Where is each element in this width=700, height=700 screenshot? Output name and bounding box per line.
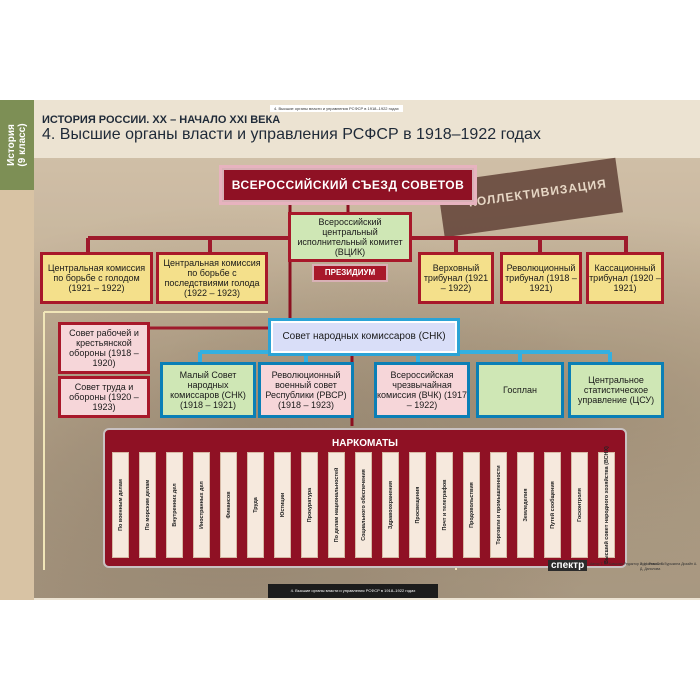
narkomat-label: Труда	[252, 497, 259, 513]
narkomat-item: Госконтроля	[571, 452, 588, 558]
narkomat-label: Госконтроля	[576, 488, 583, 522]
narkomat-item: Земледелия	[517, 452, 534, 558]
sidebar-band	[0, 100, 34, 190]
narkomat-label: Внутренних дел	[171, 483, 178, 527]
famine-commission-box: Центральная комиссия по борьбе с голодом…	[40, 252, 153, 304]
narkomat-label: Почт и телеграфов	[441, 479, 448, 531]
narkomat-item: Торговли и промышленности	[490, 452, 507, 558]
narkomat-item: Почт и телеграфов	[436, 452, 453, 558]
small-snk-box: Малый Совет народных комиссаров (СНК) (1…	[160, 362, 256, 418]
credits-left: Автор Т. В. Ковшова Редактор А. Н. Ревяк…	[590, 562, 664, 566]
vtsik-box: Всероссийский центральный исполнительный…	[288, 212, 412, 262]
credits-right: Художник С. Г. Бурыкина Дизайн А. Д. Дан…	[640, 562, 698, 571]
workers-defense-box: Совет рабочей и крестьянской обороны (19…	[58, 322, 150, 374]
narkomaty-title: НАРКОМАТЫ	[332, 438, 398, 449]
narkomat-item: Труда	[247, 452, 264, 558]
narkomat-item: Продовольствия	[463, 452, 480, 558]
narkomat-item: По военным делам	[112, 452, 129, 558]
narkomat-item: Путей сообщения	[544, 452, 561, 558]
gosplan-box: Госплан	[476, 362, 564, 418]
narkomat-label: Продовольствия	[468, 482, 475, 528]
cassation-tribunal-box: Кассационный трибунал (1920 – 1921)	[586, 252, 664, 304]
series-title: ИСТОРИЯ РОССИИ. XX – НАЧАЛО XXI ВЕКА	[42, 114, 281, 126]
narkomat-label: Просвещения	[414, 486, 421, 524]
sidebar: История (9 класс)	[0, 100, 34, 600]
narkomat-item: Финансов	[220, 452, 237, 558]
footer-caption: 4. Высшие органы власти и управления РСФ…	[268, 584, 438, 598]
narkomat-label: Юстиции	[279, 492, 286, 518]
narkomat-label: Высший совет народного хозяйства (ВСНХ)	[603, 446, 610, 564]
narkomat-label: Прокуратура	[306, 487, 313, 523]
header-small-caption: 4. Высшие органы власти и управления РСФ…	[270, 105, 403, 112]
presidium-box: ПРЕЗИДИУМ	[312, 264, 388, 282]
narkomat-item: Социального обеспечения	[355, 452, 372, 558]
narkomat-item: По делам национальностей	[328, 452, 345, 558]
narkomat-item: Высший совет народного хозяйства (ВСНХ)	[598, 446, 615, 564]
narkomat-label: Иностранных дел	[198, 481, 205, 529]
page-title: 4. Высшие органы власти и управления РСФ…	[42, 126, 541, 143]
narkomat-label: По морским делам	[144, 479, 151, 531]
narkomat-label: Здравоохранения	[387, 480, 394, 530]
tsu-box: Центральное статистическое управление (Ц…	[568, 362, 664, 418]
narkomat-label: Финансов	[225, 491, 232, 519]
narkomat-label: Путей сообщения	[549, 481, 556, 529]
narkomat-item: Здравоохранения	[382, 452, 399, 558]
supreme-tribunal-box: Верховный трибунал (1921 – 1922)	[418, 252, 494, 304]
poster: История (9 класс) КОЛЛЕКТИВИЗАЦИЯ 4. Выс…	[0, 100, 700, 600]
labor-defense-box: Совет труда и обороны (1920 – 1923)	[58, 376, 150, 418]
rev-tribunal-box: Революционный трибунал (1918 – 1921)	[500, 252, 582, 304]
congress-box: ВСЕРОССИЙСКИЙ СЪЕЗД СОВЕТОВ	[222, 168, 474, 202]
narkomat-item: Просвещения	[409, 452, 426, 558]
publisher-logo: спектр	[548, 560, 588, 571]
narkomat-label: Земледелия	[522, 488, 529, 522]
narkomat-label: Социального обеспечения	[360, 469, 367, 541]
narkomaty-panel: НАРКОМАТЫ По военным делам По морским де…	[103, 428, 627, 568]
narkomat-item: Прокуратура	[301, 452, 318, 558]
rvsr-box: Революционный военный совет Республики (…	[258, 362, 354, 418]
narkomat-label: Торговли и промышленности	[495, 465, 502, 545]
vchk-box: Всероссийская чрезвычайная комиссия (ВЧК…	[374, 362, 470, 418]
narkomat-item: По морским делам	[139, 452, 156, 558]
snk-box: Совет народных комиссаров (СНК)	[268, 318, 460, 356]
narkomat-item: Иностранных дел	[193, 452, 210, 558]
narkomat-item: Внутренних дел	[166, 452, 183, 558]
narkomat-label: По делам национальностей	[333, 467, 340, 543]
famine-consequences-box: Центральная комиссия по борьбе с последс…	[156, 252, 268, 304]
narkomat-item: Юстиции	[274, 452, 291, 558]
narkomat-label: По военным делам	[117, 479, 124, 531]
